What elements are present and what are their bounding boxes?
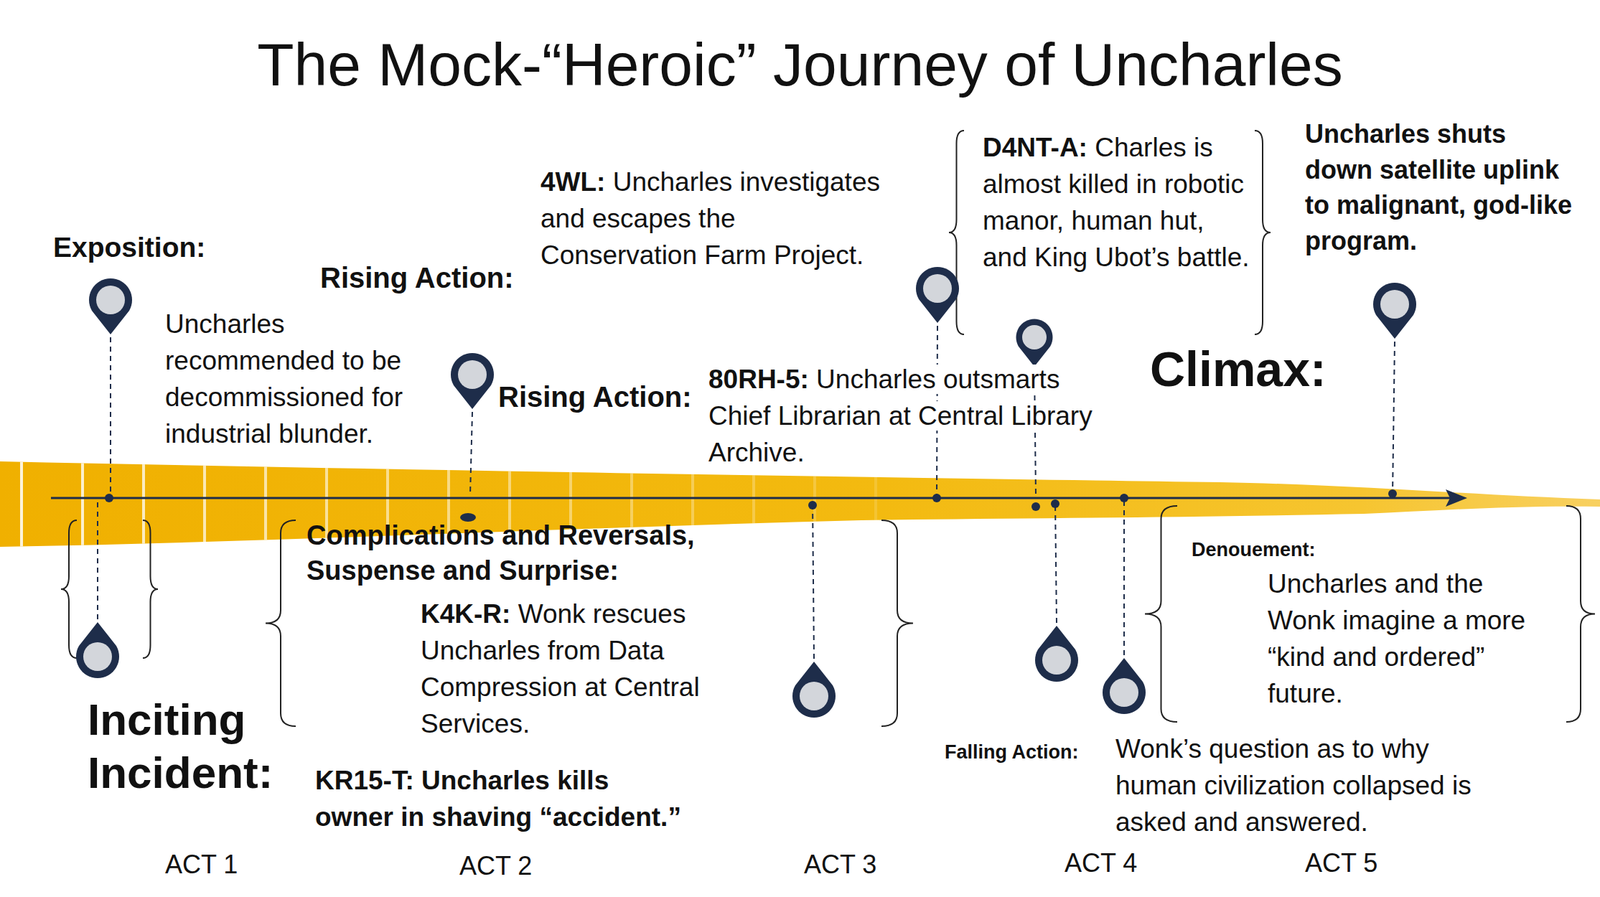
- heading-label: 4WL:: [540, 167, 606, 197]
- curly-brace: [142, 520, 158, 659]
- text-group: Rising Action:: [498, 377, 714, 418]
- pins: [76, 267, 1417, 718]
- band-stripe: [142, 452, 145, 553]
- text-group: D4NT-A: Charles is almost killed in robo…: [982, 129, 1250, 276]
- braces: [61, 130, 1595, 727]
- heading-label: Rising Action:: [320, 262, 514, 294]
- text-group: ACT 4: [1064, 845, 1209, 882]
- band-stripe: [81, 452, 84, 553]
- timeline-band: [0, 461, 1600, 547]
- heading-label: KR15-T: Uncharles kills owner in shaving…: [315, 765, 682, 832]
- text-group: Uncharles and the Wonk imagine a more “k…: [1267, 565, 1548, 713]
- curly-brace: [1254, 130, 1271, 335]
- heading-label: Falling Action:: [944, 741, 1079, 764]
- heading-label: K4K-R:: [420, 599, 511, 629]
- body-label: Uncharles and the Wonk imagine a more “k…: [1267, 569, 1526, 709]
- band-stripe: [752, 452, 756, 553]
- text-group: Complications and Reversals, Suspense an…: [306, 518, 766, 590]
- heading-label: D4NT-A:: [982, 132, 1088, 163]
- body-label: Wonk’s question as to why human civiliza…: [1115, 734, 1472, 837]
- heading-label: 80RH-5:: [708, 364, 809, 395]
- text-group: ACT 3: [803, 847, 948, 883]
- text-group: Wonk’s question as to why human civiliza…: [1115, 730, 1504, 841]
- axis-dots: [104, 489, 1397, 522]
- text-group: ACT 5: [1304, 845, 1449, 882]
- curly-brace: [265, 520, 296, 727]
- body-label: ACT 1: [165, 849, 238, 880]
- band-stripe: [20, 452, 23, 553]
- body-label: ACT 5: [1304, 848, 1378, 878]
- heading-label: Uncharles shuts down satellite uplink to…: [1304, 119, 1573, 256]
- text-group: Inciting Incident:: [87, 693, 303, 801]
- axis-arrowhead: [1445, 489, 1468, 507]
- text-group: 80RH-5: Uncharles outsmarts Chief Librar…: [708, 361, 1104, 471]
- heading-label: Complications and Reversals, Suspense an…: [306, 520, 695, 586]
- body-label: ACT 4: [1064, 848, 1138, 878]
- band-stripe: [264, 452, 268, 553]
- text-group: Uncharles shuts down satellite uplink to…: [1304, 116, 1573, 260]
- text-group: Denouement:: [1191, 536, 1407, 564]
- curly-brace: [1566, 506, 1595, 723]
- diagram-title: The Mock-“Heroic” Journey of Uncharles: [0, 30, 1600, 100]
- text-group: Falling Action:: [944, 739, 1117, 766]
- leader-lines: [97, 325, 1395, 659]
- body-label: ACT 2: [459, 851, 532, 881]
- text-group: Uncharles recommended to be decommission…: [165, 305, 424, 453]
- heading-label: Inciting Incident:: [87, 694, 273, 798]
- curly-brace: [881, 520, 914, 727]
- heading-label: Climax:: [1149, 341, 1327, 397]
- curly-brace: [1144, 506, 1178, 723]
- heading-label: Exposition:: [53, 231, 206, 263]
- body-label: ACT 3: [803, 849, 877, 880]
- heading-label: Rising Action:: [498, 381, 692, 413]
- body-label: Uncharles recommended to be decommission…: [165, 309, 403, 449]
- text-group: K4K-R: Wonk rescues Uncharles from Data …: [420, 595, 744, 743]
- text-group: Climax:: [1149, 340, 1438, 400]
- band-stripe: [203, 452, 207, 553]
- timeline-axis: [50, 497, 1450, 500]
- text-group: KR15-T: Uncharles kills owner in shaving…: [315, 762, 689, 836]
- text-group: Rising Action:: [320, 258, 550, 298]
- text-group: 4WL: Uncharles investigates and escapes …: [540, 163, 886, 274]
- band-stripe: [874, 452, 878, 553]
- text-group: ACT 1: [165, 847, 309, 883]
- text-group: Exposition:: [53, 228, 283, 268]
- text-group: ACT 2: [459, 848, 603, 885]
- heading-label: Denouement:: [1191, 539, 1316, 561]
- curly-brace: [61, 520, 77, 659]
